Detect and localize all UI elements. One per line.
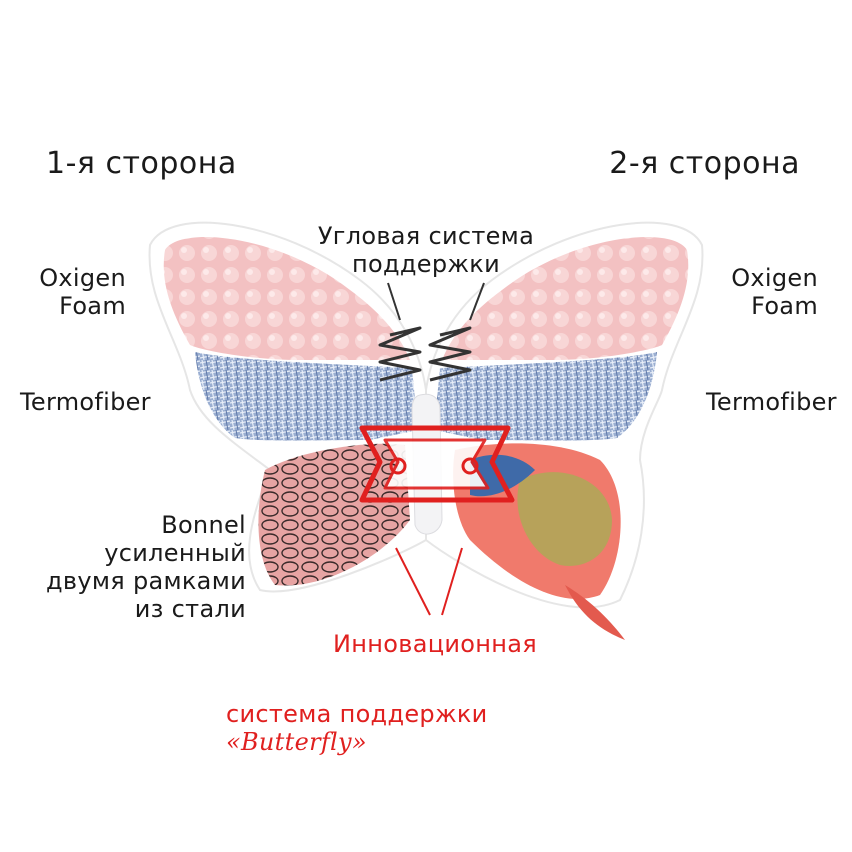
right-oxigen-foam-label: Oxigen Foam [731,264,818,320]
left-termofiber-layer [195,352,418,441]
spring-zigzag-icon [378,326,422,382]
left-bonnel-label: Bonnel усиленный двумя рамками из стали [46,511,246,623]
innovation-line-2-text: система поддержки [226,700,488,728]
right-splash-art [453,443,625,640]
butterfly-brand-label: «Butterfly» [226,728,367,756]
side-2-title: 2-я сторона [609,146,800,181]
left-oxigen-foam-label: Oxigen Foam [39,264,126,320]
side-1-title: 1-я сторона [46,146,237,181]
corner-support-label: Угловая система поддержки [317,222,535,278]
left-bonnel-springs [258,443,410,586]
right-oxigen-foam-layer [442,237,689,360]
innovation-line-2: система поддержки «Butterfly» [226,672,686,756]
left-oxigen-foam-layer [163,237,410,360]
right-termofiber-layer [434,352,657,441]
innovation-line-1: Инновационная [333,630,537,658]
right-termofiber-label: Termofiber [706,388,837,416]
butterfly-bracket-icon [359,425,515,503]
left-termofiber-label: Termofiber [20,388,151,416]
